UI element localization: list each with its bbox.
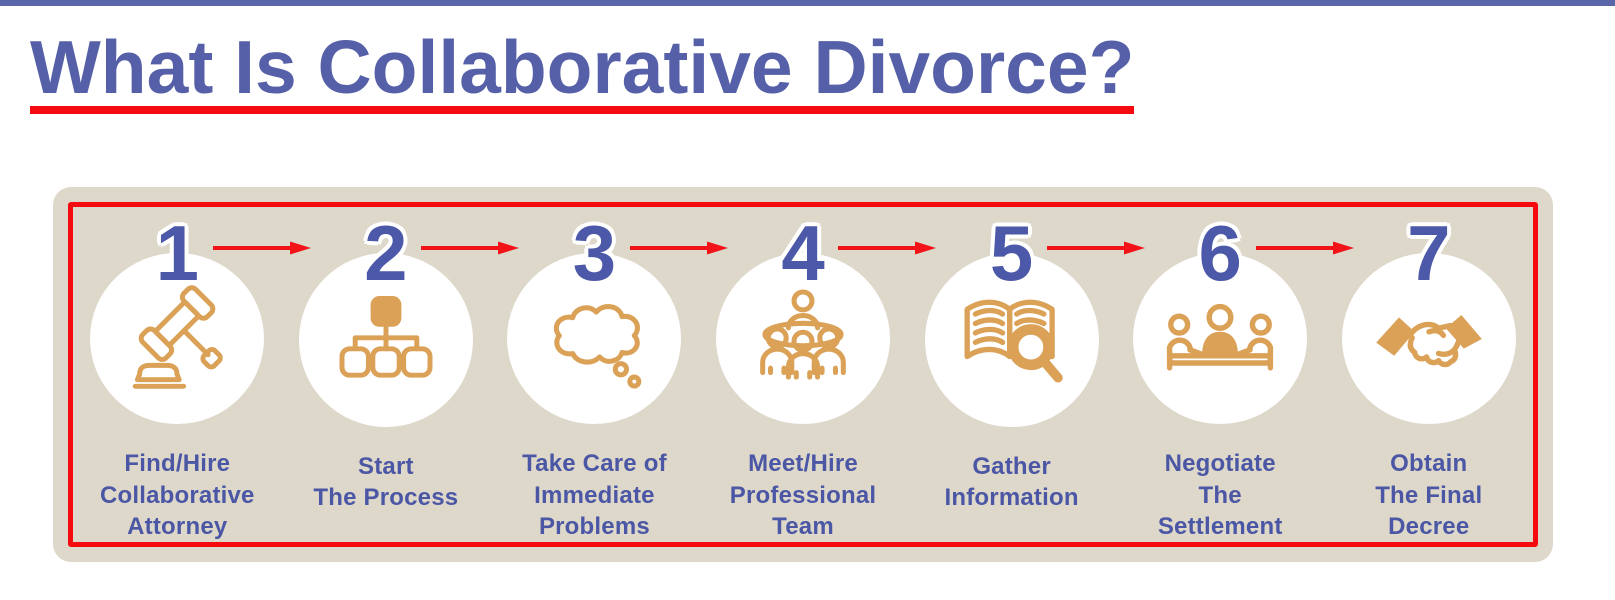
arrow-right-icon xyxy=(212,241,311,255)
step-circle xyxy=(924,253,1099,427)
negotiation-table-icon xyxy=(1167,303,1274,371)
red-frame: 1 xyxy=(68,202,1538,547)
step-circle xyxy=(716,253,891,425)
step-label: Find/Hire Collaborative Attorney xyxy=(99,450,255,540)
step-number: 7 xyxy=(1407,209,1451,297)
step-number: 2 xyxy=(364,209,408,297)
org-chart-icon xyxy=(339,296,433,378)
top-accent-bar xyxy=(0,0,1615,6)
step-7: 7 Obtain The Final Decree xyxy=(1324,207,1533,542)
step-2: 2 Start The Process xyxy=(282,207,520,542)
arrow-right-icon xyxy=(1046,241,1145,255)
step-5: 5 xyxy=(907,207,1145,542)
step-label: Negotiate The Settlement xyxy=(1157,450,1283,540)
step-number: 1 xyxy=(155,209,199,297)
arrow-right-icon xyxy=(1255,241,1354,255)
step-6: 6 Negotiate The Settlement xyxy=(1116,207,1354,542)
book-magnifier-icon xyxy=(964,299,1063,383)
step-3: 3 Take Care of Immediate Problems xyxy=(490,207,728,542)
step-circle xyxy=(90,253,265,425)
step-1: 1 xyxy=(73,207,311,542)
step-circle xyxy=(298,253,473,427)
handshake-icon xyxy=(1375,314,1482,367)
thought-cloud-icon xyxy=(554,303,642,389)
step-label: Meet/Hire Professional Team xyxy=(729,450,877,540)
arrow-right-icon xyxy=(838,241,937,255)
meeting-team-icon xyxy=(760,289,846,380)
process-panel: 1 xyxy=(53,187,1553,562)
step-circle xyxy=(1133,253,1308,425)
step-number: 4 xyxy=(781,209,825,297)
step-number: 6 xyxy=(1198,209,1242,297)
step-circle xyxy=(1341,253,1516,425)
step-label: Start The Process xyxy=(313,453,459,512)
step-label: Take Care of Immediate Problems xyxy=(522,450,667,540)
arrow-right-icon xyxy=(629,241,728,255)
step-4: 4 xyxy=(699,207,937,542)
page-title: What Is Collaborative Divorce? xyxy=(30,30,1135,114)
step-label: Gather Information xyxy=(944,453,1079,512)
gavel-icon xyxy=(133,285,224,389)
arrow-right-icon xyxy=(421,241,520,255)
step-label: Obtain The Final Decree xyxy=(1375,450,1483,540)
step-circle xyxy=(507,253,682,425)
step-number: 5 xyxy=(989,209,1034,297)
step-number: 3 xyxy=(572,209,617,297)
steps-row: 1 xyxy=(73,207,1533,542)
